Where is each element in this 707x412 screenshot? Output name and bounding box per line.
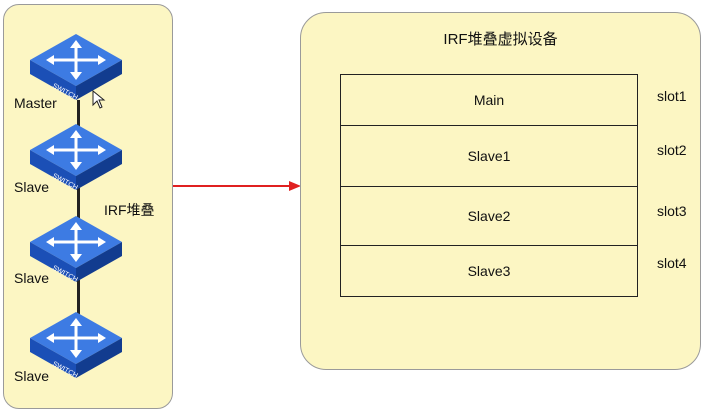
slot-number-label: slot4 — [657, 255, 687, 271]
slot-number-label: slot2 — [657, 142, 687, 158]
slot-box-label: Slave3 — [467, 263, 511, 279]
node-role-slave: Slave — [14, 368, 50, 384]
switch-icon: SWITCH — [30, 34, 122, 102]
virtual-device-title: IRF堆叠虚拟设备 — [443, 31, 558, 48]
stack-cable — [77, 280, 80, 316]
slot-box-label: Slave2 — [467, 208, 511, 224]
node-role-master: Master — [14, 95, 57, 111]
stack-cable — [77, 188, 80, 222]
slot-box-label: Slave1 — [467, 148, 511, 164]
slot-box-slave3: Slave3 — [340, 245, 638, 297]
switch-icon: SWITCH — [30, 216, 122, 284]
mouse-cursor-icon — [92, 90, 106, 109]
node-role-slave: Slave — [14, 179, 50, 195]
slot-box-slave1: Slave1 — [340, 125, 638, 187]
arrow-icon — [173, 181, 301, 191]
slot-box-main: Main — [340, 74, 638, 126]
slot-box-slave2: Slave2 — [340, 186, 638, 246]
slot-box-label: Main — [473, 92, 505, 108]
node-role-slave: Slave — [14, 270, 50, 286]
stack-cable — [77, 100, 80, 130]
switch-icon: SWITCH — [30, 312, 122, 380]
switch-icon: SWITCH — [30, 124, 122, 192]
slot-number-label: slot3 — [657, 203, 687, 219]
slot-number-label: slot1 — [657, 88, 687, 104]
irf-stack-label: IRF堆叠 — [104, 202, 155, 218]
